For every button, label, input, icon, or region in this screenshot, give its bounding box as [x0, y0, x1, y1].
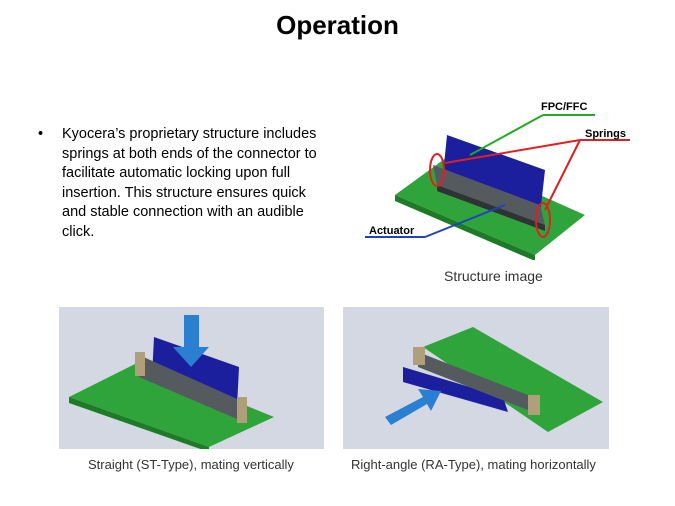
straight-caption: Straight (ST-Type), mating vertically — [88, 457, 294, 472]
structure-caption: Structure image — [444, 268, 543, 284]
slide-title: Operation — [276, 10, 399, 40]
label-springs: Springs — [585, 128, 626, 140]
straight-type-panel — [59, 307, 324, 452]
spring-left — [429, 153, 445, 187]
right-angle-panel — [343, 307, 609, 449]
right-angle-caption: Right-angle (RA-Type), mating horizontal… — [351, 457, 596, 472]
diagonal-arrow-icon — [385, 389, 441, 425]
right-angle-illustration — [385, 327, 603, 432]
down-arrow-icon — [173, 315, 209, 367]
connector-body — [433, 165, 545, 225]
structure-figure: FPC/FFC Springs Actuator — [355, 95, 655, 261]
bullet-marker: • — [38, 126, 44, 142]
straight-illustration — [69, 315, 274, 452]
label-fpc: FPC/FFC — [541, 101, 587, 113]
fpc-sheet — [443, 135, 545, 215]
structure-illustration: FPC/FFC Springs Actuator — [365, 101, 630, 261]
spring-right — [535, 202, 551, 238]
label-actuator: Actuator — [369, 225, 415, 237]
bullet-text: Kyocera’s proprietary structure includes… — [62, 126, 317, 240]
